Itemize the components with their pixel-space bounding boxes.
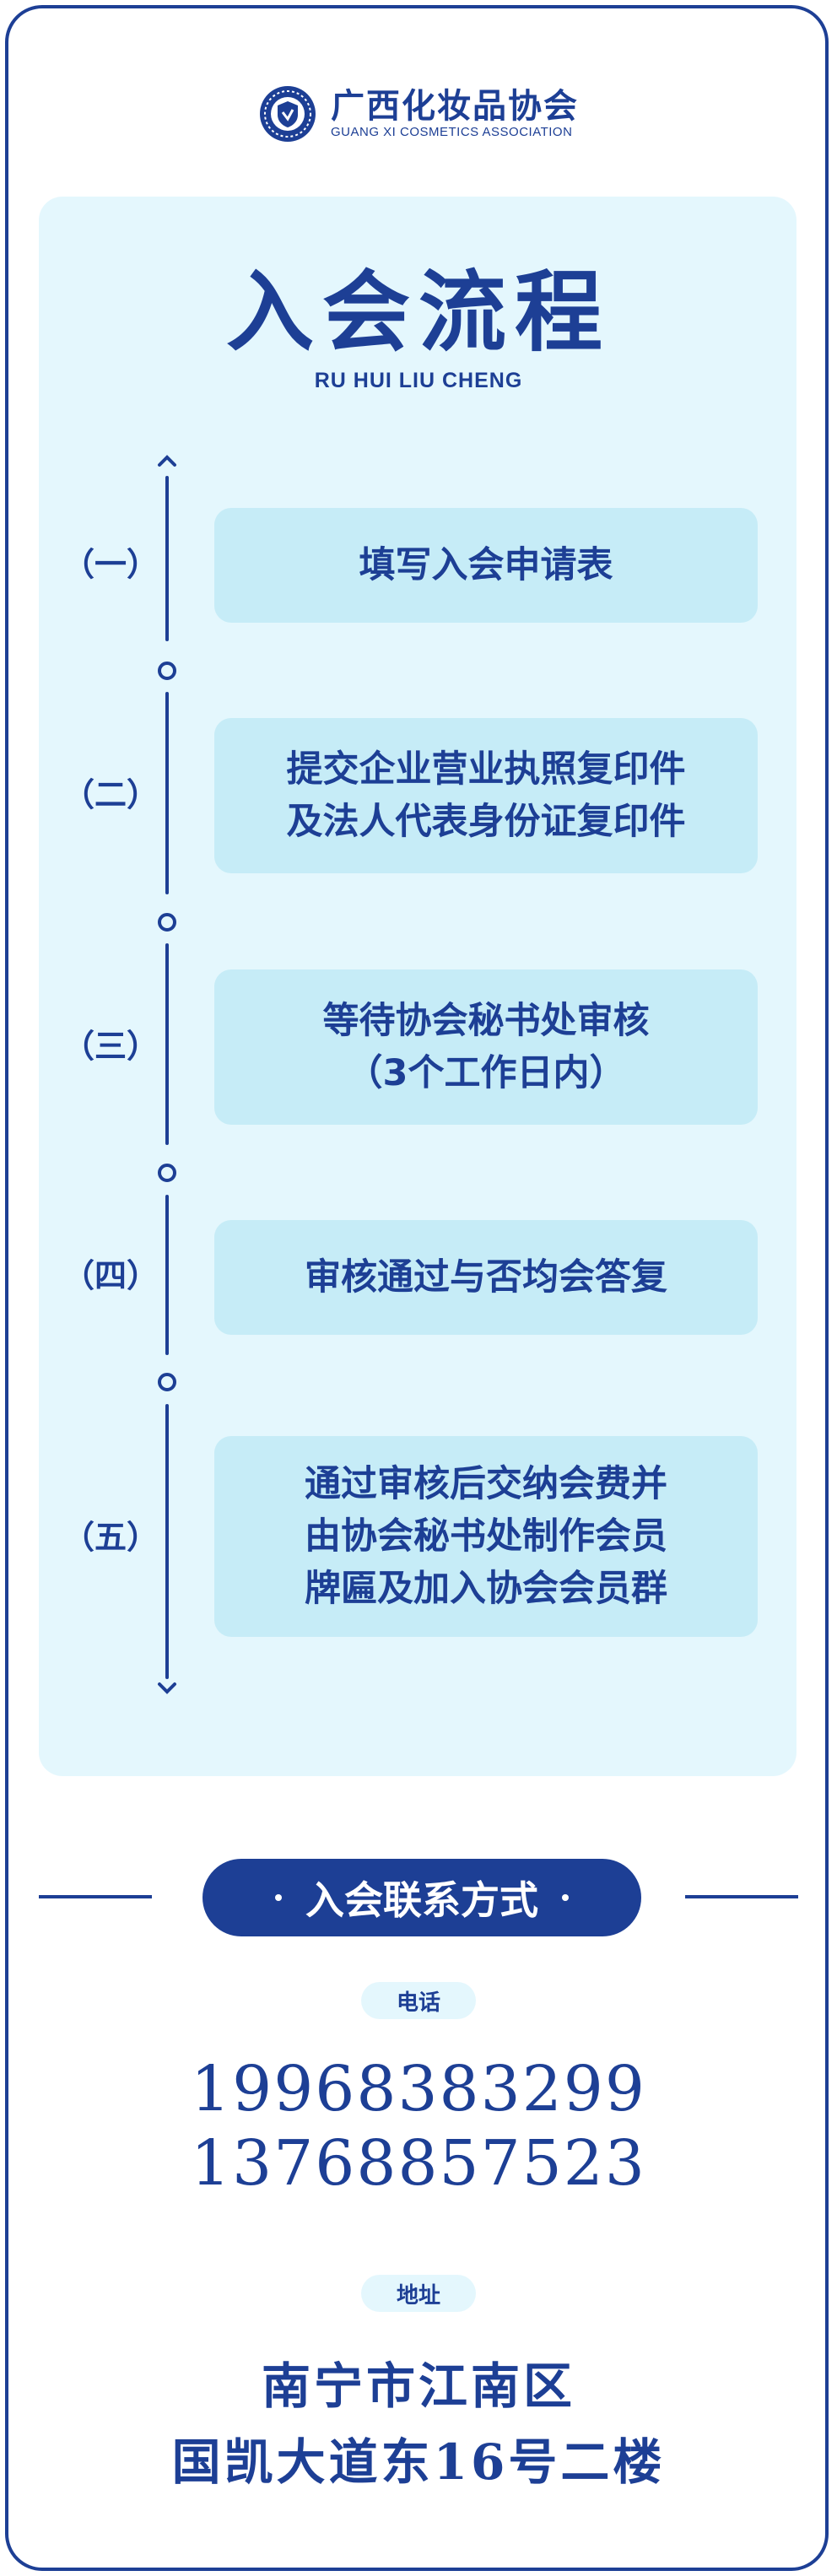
step-1-label: （一） — [62, 546, 159, 583]
address-line: 南宁市江南区 — [261, 2357, 575, 2415]
association-header: 广西化妆品协会 GUANG XI COSMETICS ASSOCIATION — [0, 84, 837, 143]
phone-number[interactable]: 13768857523 — [191, 2127, 646, 2200]
phone-label: 电话 — [361, 1982, 476, 2019]
association-name-en: GUANG XI COSMETICS ASSOCIATION — [331, 125, 573, 139]
process-title: 入会流程 — [225, 261, 611, 364]
bullet-icon — [562, 1894, 569, 1901]
step-1-box: 填写入会申请表 — [214, 508, 758, 623]
step-5-label: （五） — [62, 1519, 159, 1556]
step-4-box: 审核通过与否均会答复 — [214, 1220, 758, 1335]
bullet-icon — [275, 1894, 282, 1901]
step-3-box: 等待协会秘书处审核 （3个工作日内） — [214, 969, 758, 1125]
association-name-cn: 广西化妆品协会 — [331, 87, 579, 126]
step-3-label: （三） — [62, 1028, 159, 1065]
process-subtitle: RU HUI LIU CHENG — [314, 369, 523, 392]
contact-heading: 入会联系方式 — [305, 1877, 538, 1923]
phone-number[interactable]: 19968383299 — [191, 2053, 646, 2125]
association-logo-icon — [260, 86, 316, 142]
address-label: 地址 — [361, 2275, 476, 2312]
step-4-label: （四） — [62, 1257, 159, 1294]
step-2-label: （二） — [62, 776, 159, 813]
address-line: 国凯大道东16号二楼 — [171, 2433, 666, 2491]
step-5-box: 通过审核后交纳会费并 由协会秘书处制作会员 牌匾及加入协会会员群 — [214, 1436, 758, 1637]
divider-left — [39, 1895, 152, 1898]
contact-heading-pill: 入会联系方式 — [202, 1859, 641, 1936]
step-2-box: 提交企业营业执照复印件 及法人代表身份证复印件 — [214, 718, 758, 873]
divider-right — [685, 1895, 798, 1898]
